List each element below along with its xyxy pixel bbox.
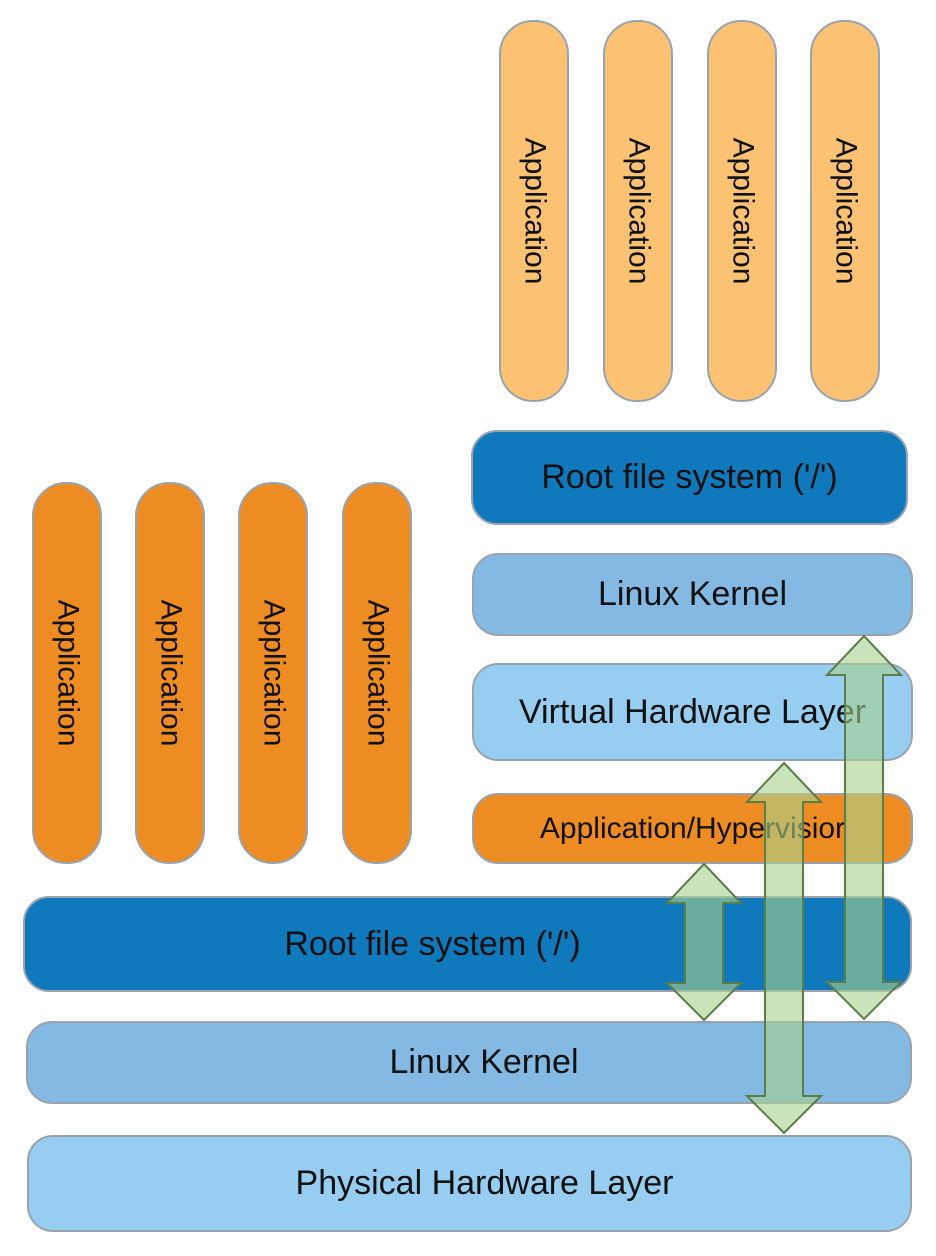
application-hypervisor-label: Application/Hypervisior: [539, 811, 846, 845]
host-application-3-label: Application: [257, 599, 291, 747]
host-application-2-label: Application: [154, 599, 188, 747]
guest-application-2: Application: [603, 20, 673, 402]
host-application-4: Application: [342, 482, 412, 864]
virtual-hardware-layer-label: Virtual Hardware Layer: [518, 692, 867, 731]
application-hypervisor: Application/Hypervisior: [472, 793, 913, 864]
guest-linux-kernel: Linux Kernel: [472, 553, 913, 636]
host-linux-kernel: Linux Kernel: [26, 1021, 912, 1104]
host-application-4-label: Application: [361, 599, 395, 747]
guest-root-file-system: Root file system ('/'): [471, 430, 908, 525]
guest-linux-kernel-label: Linux Kernel: [597, 575, 787, 613]
guest-application-3: Application: [707, 20, 777, 402]
guest-application-3-label: Application: [726, 137, 760, 285]
guest-application-1: Application: [499, 20, 569, 402]
physical-hardware-layer-label: Physical Hardware Layer: [295, 1164, 674, 1202]
guest-application-4: Application: [810, 20, 880, 402]
guest-application-4-label: Application: [829, 137, 863, 285]
host-application-2: Application: [135, 482, 205, 864]
host-application-1: Application: [32, 482, 102, 864]
host-application-3: Application: [238, 482, 308, 864]
guest-application-2-label: Application: [622, 137, 656, 285]
host-application-1-label: Application: [51, 599, 85, 747]
host-root-file-system: Root file system ('/'): [23, 896, 912, 992]
physical-hardware-layer: Physical Hardware Layer: [27, 1135, 912, 1232]
host-linux-kernel-label: Linux Kernel: [389, 1043, 579, 1081]
host-root-file-system-label: Root file system ('/'): [284, 924, 581, 963]
guest-application-1-label: Application: [518, 137, 552, 285]
virtual-hardware-layer: Virtual Hardware Layer: [472, 663, 913, 761]
guest-root-file-system-label: Root file system ('/'): [541, 458, 838, 496]
